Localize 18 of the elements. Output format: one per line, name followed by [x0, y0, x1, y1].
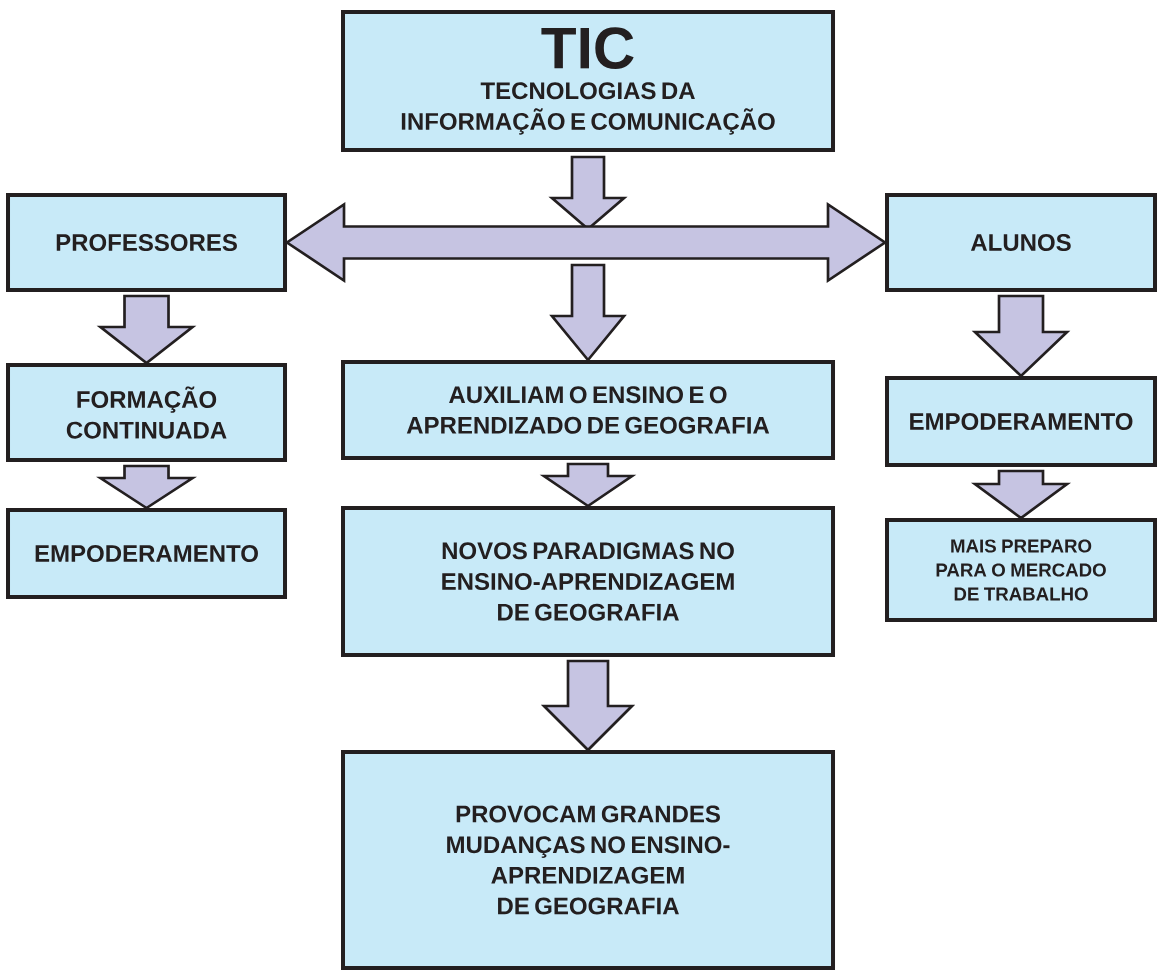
block-arrow: [971, 294, 1071, 378]
process-box: PROVOCAM GRANDES MUDANÇAS NO ENSINO-APRENDIZAGEM DE GEOGRAFIA: [341, 750, 835, 970]
process-box: TIC TECNOLOGIAS DA INFORMAÇÃO E COMUNICAÇÃO: [341, 10, 835, 152]
block-arrow: [539, 462, 637, 508]
block-arrow: [540, 659, 636, 752]
block-arrow: [96, 294, 197, 365]
process-box: AUXILIAM O ENSINO E O APRENDIZADO DE GEOGRAFIA: [341, 360, 835, 460]
process-box: MAIS PREPARO PARA O MERCADO DE TRABALHO: [885, 518, 1157, 622]
block-arrow: [549, 263, 627, 363]
block-arrow: [96, 464, 197, 510]
process-box: FORMAÇÃO CONTINUADA: [6, 363, 287, 462]
process-box: PROFESSORES: [6, 193, 287, 292]
process-box: ALUNOS: [885, 193, 1157, 292]
process-box: EMPODERAMENTO: [885, 376, 1157, 467]
process-box: NOVOS PARADIGMAS NO ENSINO-APRENDIZAGEM DE GEOGRAFIA: [341, 506, 835, 657]
block-arrow: [284, 202, 888, 283]
block-arrow: [970, 469, 1072, 520]
process-box: EMPODERAMENTO: [6, 508, 287, 599]
